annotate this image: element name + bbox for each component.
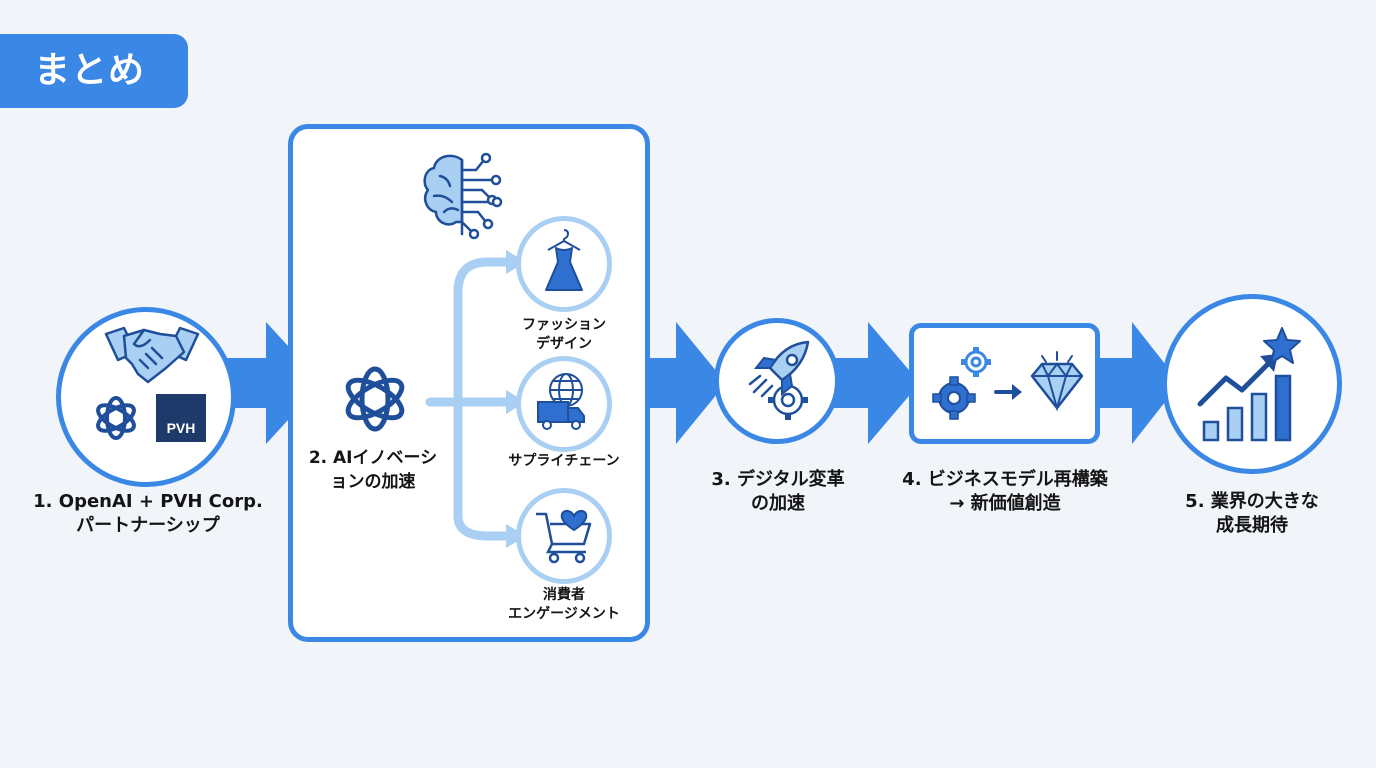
stage-3-label: 3. デジタル変革 の加速 xyxy=(690,468,866,516)
branch-fashion-label: ファッション デザイン xyxy=(484,316,644,354)
handshake-icon xyxy=(104,326,200,384)
diamond-icon xyxy=(1030,351,1084,412)
openai-logo-icon xyxy=(96,396,136,440)
right-arrow-icon xyxy=(994,384,1022,400)
dress-icon xyxy=(545,229,583,291)
branch-fashion-label-line-1: ファッション xyxy=(522,317,606,333)
stage-4-label-line-1: 4. ビジネスモデル再構築 xyxy=(902,469,1108,490)
branch-consumer-label: 消費者 エンゲージメント xyxy=(484,586,644,624)
branch-supply-chain-label: サプライチェーン xyxy=(484,452,644,471)
branch-consumer-label-line-2: エンゲージメント xyxy=(508,606,620,622)
branch-connectors xyxy=(425,250,526,548)
growth-chart-star-icon xyxy=(1197,327,1301,442)
branch-fashion-label-line-2: デザイン xyxy=(536,336,592,352)
stage-5-label-line-2: 成長期待 xyxy=(1216,515,1288,536)
pvh-logo-text: PVH xyxy=(166,420,196,436)
pvh-logo: PVH xyxy=(156,394,206,442)
rocket-gear-icon xyxy=(748,340,810,420)
stage-2-label-line-1: 2. AIイノベーシ xyxy=(308,448,438,468)
globe-truck-icon xyxy=(537,373,585,430)
stage-1-label-line-2: パートナーシップ xyxy=(76,515,220,536)
stage-4-label: 4. ビジネスモデル再構築 → 新価値創造 xyxy=(880,468,1130,516)
branch-supply-chain-label-line-1: サプライチェーン xyxy=(508,453,620,469)
cart-heart-icon xyxy=(536,510,592,564)
stage-3-circle xyxy=(714,318,840,444)
branch-consumer-circle xyxy=(516,488,612,584)
stage-3-label-line-2: の加速 xyxy=(751,493,805,514)
branch-consumer-label-line-1: 消費者 xyxy=(543,587,585,603)
ai-brain-icon xyxy=(423,152,503,240)
stage-5-label-line-1: 5. 業界の大きな xyxy=(1185,491,1319,512)
stage-2-label: 2. AIイノベーシ ョンの加速 xyxy=(296,446,450,494)
arrow-2-to-3 xyxy=(646,322,726,444)
arrow-1-to-2 xyxy=(226,322,322,444)
stage-3-label-line-1: 3. デジタル変革 xyxy=(711,469,845,490)
stage-1-label-line-1: 1. OpenAI + PVH Corp. xyxy=(33,491,263,512)
stage-2-label-line-2: ョンの加速 xyxy=(330,472,416,492)
stage-1-label: 1. OpenAI + PVH Corp. パートナーシップ xyxy=(30,490,266,538)
stage-5-label: 5. 業界の大きな 成長期待 xyxy=(1162,490,1342,538)
openai-logo-large-icon xyxy=(345,366,405,432)
title-badge: まとめ xyxy=(0,34,188,108)
stage-4-label-line-2: → 新価値創造 xyxy=(949,493,1061,514)
arrow-3-to-4 xyxy=(830,322,920,444)
arrow-4-to-5 xyxy=(1098,322,1180,444)
gears-icon xyxy=(932,347,991,420)
stage-5-circle xyxy=(1162,294,1342,474)
